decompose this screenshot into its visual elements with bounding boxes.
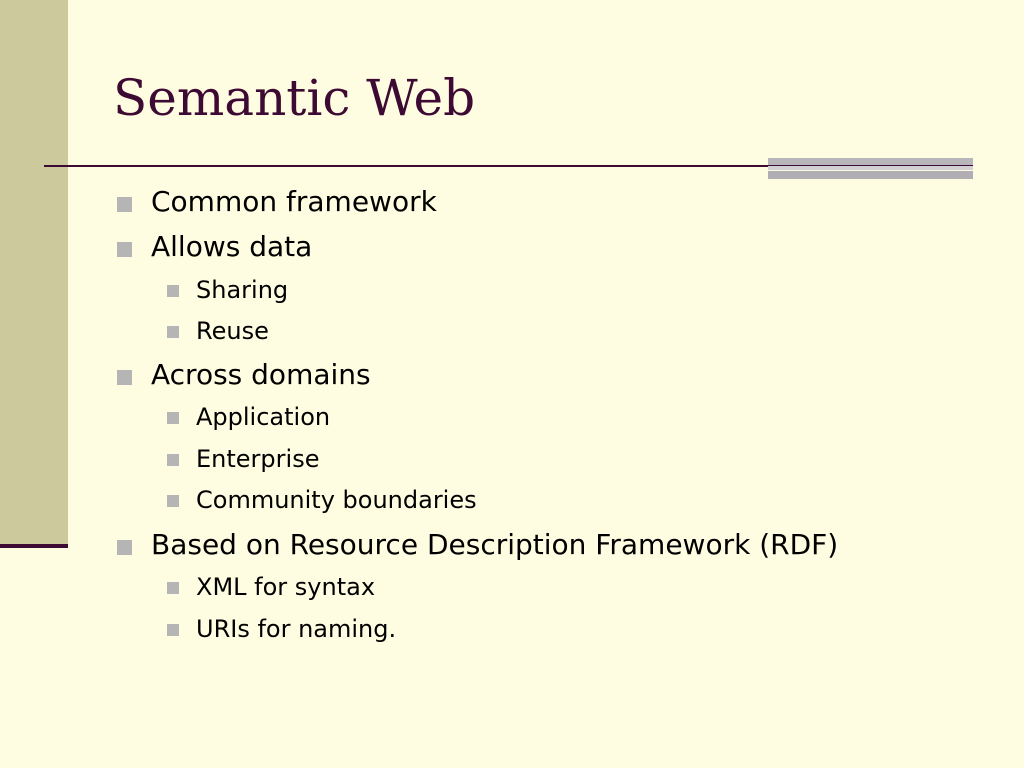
square-bullet-icon bbox=[167, 454, 179, 466]
slide-title: Semantic Web bbox=[113, 69, 476, 127]
bullet-text: Common framework bbox=[151, 185, 437, 218]
sub-bullet-text: Community boundaries bbox=[196, 486, 477, 514]
square-bullet-icon bbox=[167, 495, 179, 507]
square-bullet-icon bbox=[117, 370, 132, 385]
title-underline bbox=[44, 165, 973, 167]
sub-bullet-text: URIs for naming. bbox=[196, 615, 397, 643]
square-bullet-icon bbox=[117, 540, 132, 555]
sub-bullet-text: Reuse bbox=[196, 317, 269, 345]
bullet-text: Based on Resource Description Framework … bbox=[151, 528, 839, 561]
square-bullet-icon bbox=[167, 285, 179, 297]
sub-bullet-text: Application bbox=[196, 403, 331, 431]
square-bullet-icon bbox=[167, 582, 179, 594]
square-bullet-icon bbox=[117, 197, 132, 212]
bullet-text: Across domains bbox=[151, 358, 371, 391]
title-accent-block bbox=[768, 158, 973, 180]
square-bullet-icon bbox=[167, 624, 179, 636]
sub-bullet-text: XML for syntax bbox=[196, 573, 376, 601]
left-sidebar-decoration bbox=[0, 0, 68, 545]
square-bullet-icon bbox=[167, 412, 179, 424]
square-bullet-icon bbox=[167, 326, 179, 338]
bullet-text: Allows data bbox=[151, 230, 313, 263]
left-bar-accent-line bbox=[0, 544, 68, 548]
sub-bullet-text: Sharing bbox=[196, 276, 289, 304]
square-bullet-icon bbox=[117, 242, 132, 257]
sub-bullet-text: Enterprise bbox=[196, 445, 320, 473]
